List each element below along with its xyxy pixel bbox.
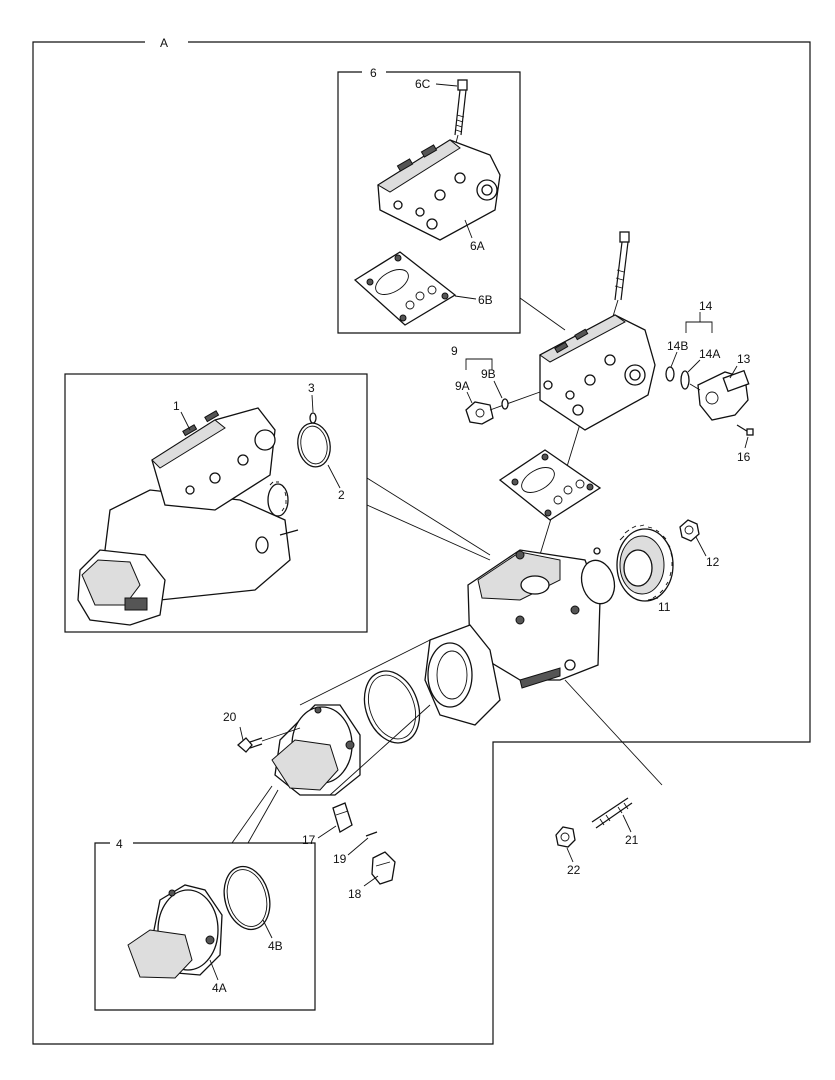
frame-a-label: A — [160, 36, 168, 50]
callout-13: 13 — [737, 352, 751, 366]
part-9a-fitting — [465, 391, 541, 425]
callout-9b: 9B — [481, 367, 496, 381]
frame-inset-pump — [64, 373, 491, 633]
part-20-screw — [237, 727, 301, 753]
part-cover — [271, 704, 361, 796]
frame-4: 4 — [94, 785, 316, 1011]
part-3-seal — [309, 412, 317, 424]
part-6a-head — [377, 139, 501, 241]
part-housing — [424, 549, 601, 726]
callout-4b: 4B — [268, 939, 283, 953]
inset-pump-assembly — [77, 407, 299, 626]
part-12-nut — [679, 519, 700, 542]
callout-12: 12 — [706, 555, 720, 569]
part-head-gasket — [498, 449, 602, 521]
frame-a: A — [32, 36, 811, 1045]
frame-6: 6 — [337, 66, 566, 334]
callout-21: 21 — [625, 833, 639, 847]
callout-20: 20 — [223, 710, 237, 724]
frame-4-label: 4 — [116, 837, 123, 851]
part-4a-cover — [127, 884, 223, 979]
callout-22: 22 — [567, 863, 581, 877]
callout-17: 17 — [302, 833, 316, 847]
callout-6a: 6A — [470, 239, 485, 253]
part-9b-washer — [501, 398, 509, 410]
part-14b-oring — [665, 366, 675, 382]
part-pump-head — [539, 314, 656, 431]
callout-9a: 9A — [455, 379, 470, 393]
callout-19: 19 — [333, 852, 347, 866]
part-11-gear — [616, 524, 674, 602]
callout-14a: 14A — [699, 347, 720, 361]
part-19-washer — [365, 831, 378, 837]
callout-6c: 6C — [415, 77, 431, 91]
part-main-oring — [363, 670, 421, 744]
part-21-stud — [564, 679, 663, 829]
callout-16: 16 — [737, 450, 751, 464]
part-16-screw — [736, 424, 754, 436]
part-2-oring — [297, 422, 331, 468]
callout-4a: 4A — [212, 981, 227, 995]
part-4b-oring — [223, 865, 271, 931]
part-14a-oring — [680, 370, 690, 390]
part-18-fitting — [371, 851, 396, 885]
callouts: 6C 6A 6B 14 14B 14A 13 16 9 9A 9B 12 11 … — [173, 77, 751, 995]
callout-18: 18 — [348, 887, 362, 901]
part-gear-key — [593, 547, 601, 555]
callout-6b: 6B — [478, 293, 493, 307]
part-22-nut — [555, 826, 576, 848]
callout-14: 14 — [699, 299, 713, 313]
callout-1: 1 — [173, 399, 180, 413]
part-13-solenoid — [689, 369, 750, 421]
callout-2: 2 — [338, 488, 345, 502]
part-housing-oring — [580, 559, 616, 605]
part-6b-gasket — [353, 251, 457, 326]
callout-14b: 14B — [667, 339, 688, 353]
callout-3: 3 — [308, 381, 315, 395]
callout-11: 11 — [658, 600, 671, 614]
part-17-plug — [332, 802, 353, 833]
frame-6-label: 6 — [370, 66, 377, 80]
callout-9: 9 — [451, 344, 458, 358]
